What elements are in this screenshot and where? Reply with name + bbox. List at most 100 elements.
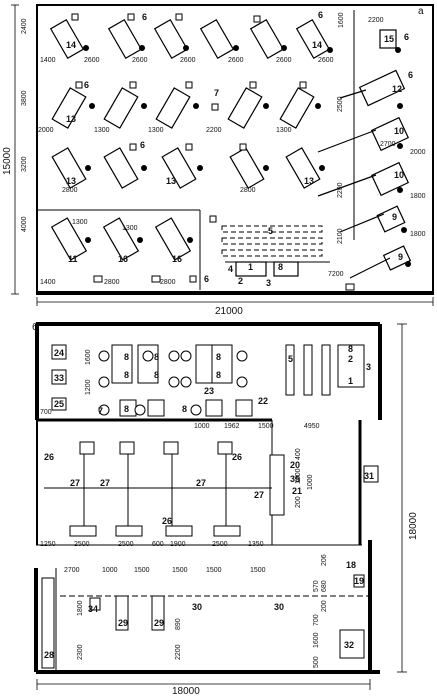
svg-text:1400: 1400	[40, 57, 56, 64]
svg-text:19: 19	[354, 576, 364, 586]
svg-text:500: 500	[313, 656, 320, 668]
plan-a-machines	[49, 18, 412, 277]
svg-text:8: 8	[124, 352, 129, 362]
svg-text:2300: 2300	[77, 644, 84, 660]
svg-text:10: 10	[394, 170, 404, 180]
plan-b-overall-dims	[36, 323, 407, 690]
svg-text:2400: 2400	[21, 18, 28, 34]
svg-text:8: 8	[154, 352, 159, 362]
svg-text:34: 34	[88, 604, 98, 614]
svg-text:2: 2	[348, 354, 353, 364]
svg-text:13: 13	[66, 114, 76, 124]
svg-text:22: 22	[258, 396, 268, 406]
svg-text:2600: 2600	[132, 57, 148, 64]
svg-text:2800: 2800	[240, 187, 256, 194]
plan-a-width: 21000	[215, 306, 243, 317]
svg-text:7: 7	[98, 406, 103, 416]
svg-text:2800: 2800	[62, 187, 78, 194]
plan-b-conveyor	[44, 454, 370, 597]
svg-text:26: 26	[162, 516, 172, 526]
svg-text:18: 18	[346, 560, 356, 570]
plan-a-dim-labels: 2400 2600 2600 2600 2600 2600 2600 1600 …	[21, 12, 426, 286]
svg-text:6: 6	[204, 274, 209, 284]
plan-b-labels: 24 33 25 26 26 26 27 27 27 27 28 29 29 3…	[44, 344, 374, 660]
svg-text:5: 5	[288, 354, 293, 364]
svg-text:2500: 2500	[118, 541, 134, 548]
svg-text:1000: 1000	[307, 474, 314, 490]
svg-text:28: 28	[44, 650, 54, 660]
svg-text:2600: 2600	[228, 57, 244, 64]
svg-text:10: 10	[394, 126, 404, 136]
svg-text:1800: 1800	[77, 600, 84, 616]
svg-text:6: 6	[404, 32, 409, 42]
plan-a-height: 15000	[2, 147, 13, 175]
svg-text:2100: 2100	[337, 228, 344, 244]
svg-text:8: 8	[154, 370, 159, 380]
svg-text:16: 16	[172, 254, 182, 264]
svg-text:7200: 7200	[328, 271, 344, 278]
svg-text:1300: 1300	[148, 127, 164, 134]
svg-text:2000: 2000	[38, 127, 54, 134]
svg-text:2600: 2600	[318, 57, 334, 64]
svg-text:2800: 2800	[160, 279, 176, 286]
svg-text:11: 11	[68, 254, 78, 264]
svg-text:1500: 1500	[258, 423, 274, 430]
svg-text:1800: 1800	[410, 193, 426, 200]
svg-text:21: 21	[292, 486, 302, 496]
svg-text:2200: 2200	[337, 182, 344, 198]
plan-a-machine-numbers: 14 14 12 13 13 13 13 10 10 11 16 16 9 9 …	[66, 10, 413, 288]
svg-text:6: 6	[84, 80, 89, 90]
svg-text:1250: 1250	[40, 541, 56, 548]
plan-b-width: 18000	[172, 686, 200, 697]
plan-b-walls	[34, 322, 382, 674]
plan-a-chairs	[83, 45, 411, 267]
plan-a-overall-dims	[11, 4, 434, 306]
svg-text:200: 200	[295, 496, 302, 508]
svg-text:29: 29	[118, 618, 128, 628]
svg-text:16: 16	[118, 254, 128, 264]
svg-text:2600: 2600	[180, 57, 196, 64]
svg-text:8: 8	[124, 404, 129, 414]
svg-text:9: 9	[392, 212, 397, 222]
svg-text:1600: 1600	[313, 632, 320, 648]
svg-text:27: 27	[100, 478, 110, 488]
svg-text:8: 8	[278, 262, 283, 272]
svg-text:8: 8	[216, 352, 221, 362]
svg-text:6: 6	[318, 10, 323, 20]
svg-text:1: 1	[348, 376, 353, 386]
svg-text:8: 8	[124, 370, 129, 380]
svg-text:1000: 1000	[295, 468, 302, 484]
svg-text:25: 25	[54, 399, 64, 409]
svg-text:1300: 1300	[276, 127, 292, 134]
svg-text:2000: 2000	[410, 149, 426, 156]
svg-text:24: 24	[54, 348, 64, 358]
svg-text:27: 27	[70, 478, 80, 488]
svg-text:23: 23	[204, 386, 214, 396]
svg-text:26: 26	[44, 452, 54, 462]
svg-text:30: 30	[274, 602, 284, 612]
svg-text:2500: 2500	[212, 541, 228, 548]
svg-text:27: 27	[196, 478, 206, 488]
svg-text:12: 12	[392, 84, 402, 94]
svg-text:1400: 1400	[40, 279, 56, 286]
svg-text:30: 30	[192, 602, 202, 612]
plan-b-dim-labels: 1600 1200 700 1000 1962 1500 4950 2500 2…	[40, 349, 328, 668]
svg-text:1500: 1500	[172, 567, 188, 574]
svg-text:600: 600	[152, 541, 164, 548]
svg-text:14: 14	[66, 40, 76, 50]
svg-text:570: 570	[313, 580, 320, 592]
svg-text:9: 9	[398, 252, 403, 262]
svg-text:13: 13	[66, 176, 76, 186]
plan-a-storage	[221, 225, 323, 257]
svg-text:15: 15	[384, 34, 394, 44]
svg-text:29: 29	[154, 618, 164, 628]
svg-text:2500: 2500	[74, 541, 90, 548]
svg-text:1000: 1000	[194, 423, 210, 430]
svg-text:4: 4	[228, 264, 233, 274]
svg-text:890: 890	[175, 618, 182, 630]
svg-text:200: 200	[321, 600, 328, 612]
svg-text:4000: 4000	[21, 216, 28, 232]
svg-text:2200: 2200	[175, 644, 182, 660]
svg-text:700: 700	[40, 409, 52, 416]
svg-text:33: 33	[54, 373, 64, 383]
